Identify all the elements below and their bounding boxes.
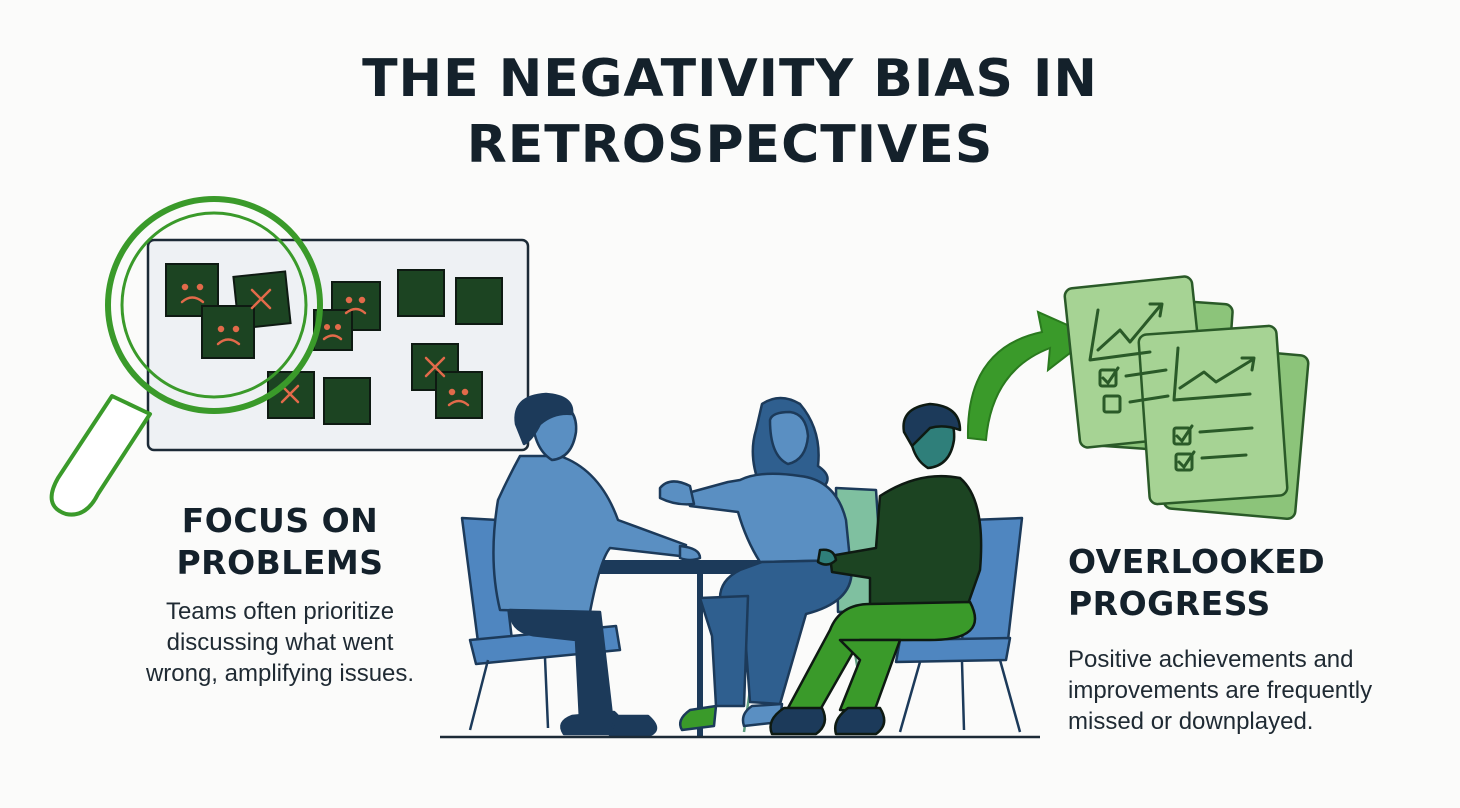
overlooked-progress-description: Positive achievements and improvements a… <box>1068 644 1428 737</box>
desc-line: missed or downplayed. <box>1068 708 1314 735</box>
title-line-2: RETROSPECTIVES <box>466 115 994 175</box>
curved-arrow-icon <box>966 310 1094 442</box>
checklist-icon <box>1098 366 1254 472</box>
person-left <box>492 392 702 738</box>
growth-chart-icon <box>1088 302 1256 402</box>
magnifying-glass-icon <box>49 196 323 517</box>
desc-line: wrong, amplifying issues. <box>145 660 415 687</box>
desc-line: improvements are frequently <box>1068 677 1373 704</box>
heading-line: OVERLOOKED <box>1068 542 1326 581</box>
desc-line: discussing what went <box>166 629 394 656</box>
x-mark-icon <box>250 288 446 404</box>
desc-line: Positive achievements and <box>1068 646 1354 673</box>
title-line-1: THE NEGATIVITY BIAS IN <box>362 49 1098 109</box>
sticky-note <box>455 277 503 325</box>
sad-face-icon <box>180 283 470 407</box>
heading-line: FOCUS ON <box>181 501 379 540</box>
heading-line: PROBLEMS <box>176 543 384 582</box>
desc-line: Teams often prioritize <box>165 598 395 625</box>
heading-line: PROGRESS <box>1068 584 1271 623</box>
sticky-note <box>397 269 445 317</box>
person-right <box>769 402 983 736</box>
person-middle <box>658 396 853 732</box>
overlooked-progress-heading: OVERLOOKED PROGRESS <box>1068 541 1388 625</box>
sticky-note <box>323 377 371 425</box>
sticky-note-sad <box>435 371 483 419</box>
focus-on-problems-description: Teams often prioritize discussing what w… <box>120 596 440 689</box>
page-title: THE NEGATIVITY BIAS IN RETROSPECTIVES <box>0 46 1460 178</box>
focus-on-problems-heading: FOCUS ON PROBLEMS <box>140 500 420 584</box>
sticky-note-sad <box>201 305 255 359</box>
